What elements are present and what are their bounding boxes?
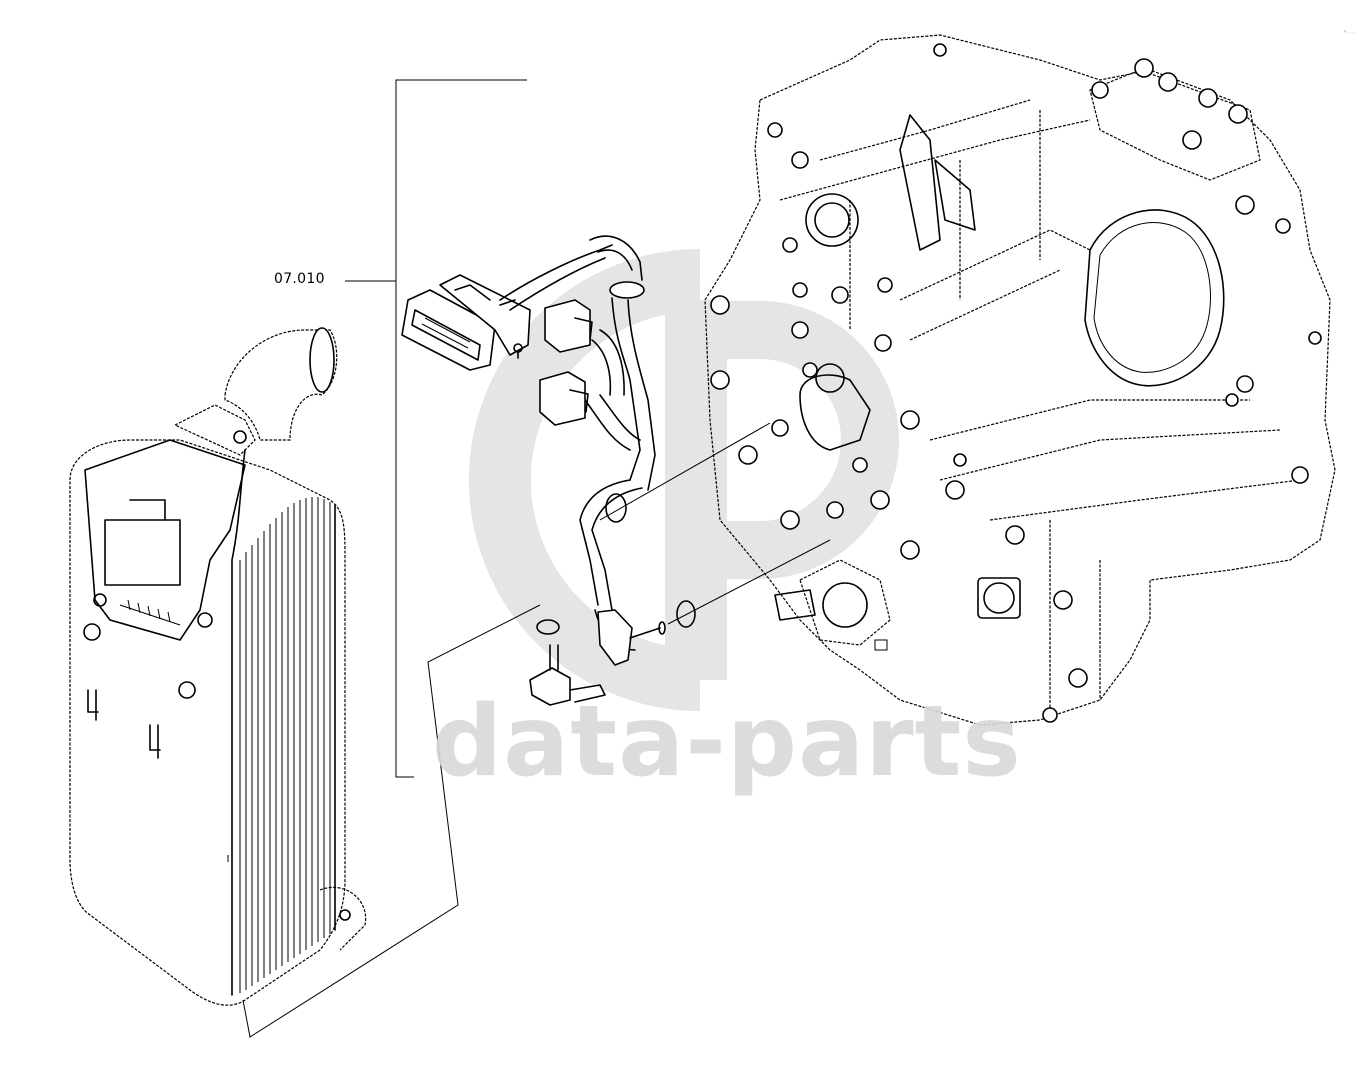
speed-sensor-1 xyxy=(597,609,666,666)
oil-cooler xyxy=(69,327,367,1006)
watermark-text: data-parts xyxy=(432,685,1022,799)
callout-label[interactable]: 07.010 xyxy=(274,271,325,287)
cooler-fins xyxy=(239,497,331,993)
transmission-housing xyxy=(704,34,1336,726)
corner-mark: ⁿ˒ ˒˒˒ xyxy=(1344,30,1356,36)
o-ring xyxy=(536,619,560,635)
speed-sensor-2 xyxy=(529,644,606,706)
callout-bracket xyxy=(345,79,527,778)
harness-connector xyxy=(401,274,531,371)
o-ring xyxy=(676,600,696,628)
leader-line xyxy=(242,604,541,1038)
sensor-connector-1 xyxy=(544,299,593,353)
o-ring xyxy=(605,493,627,523)
housing-bolts xyxy=(710,43,1322,723)
sensor-connector-2 xyxy=(539,371,589,426)
wiring-harness xyxy=(401,235,831,706)
watermark-logo xyxy=(469,249,899,711)
